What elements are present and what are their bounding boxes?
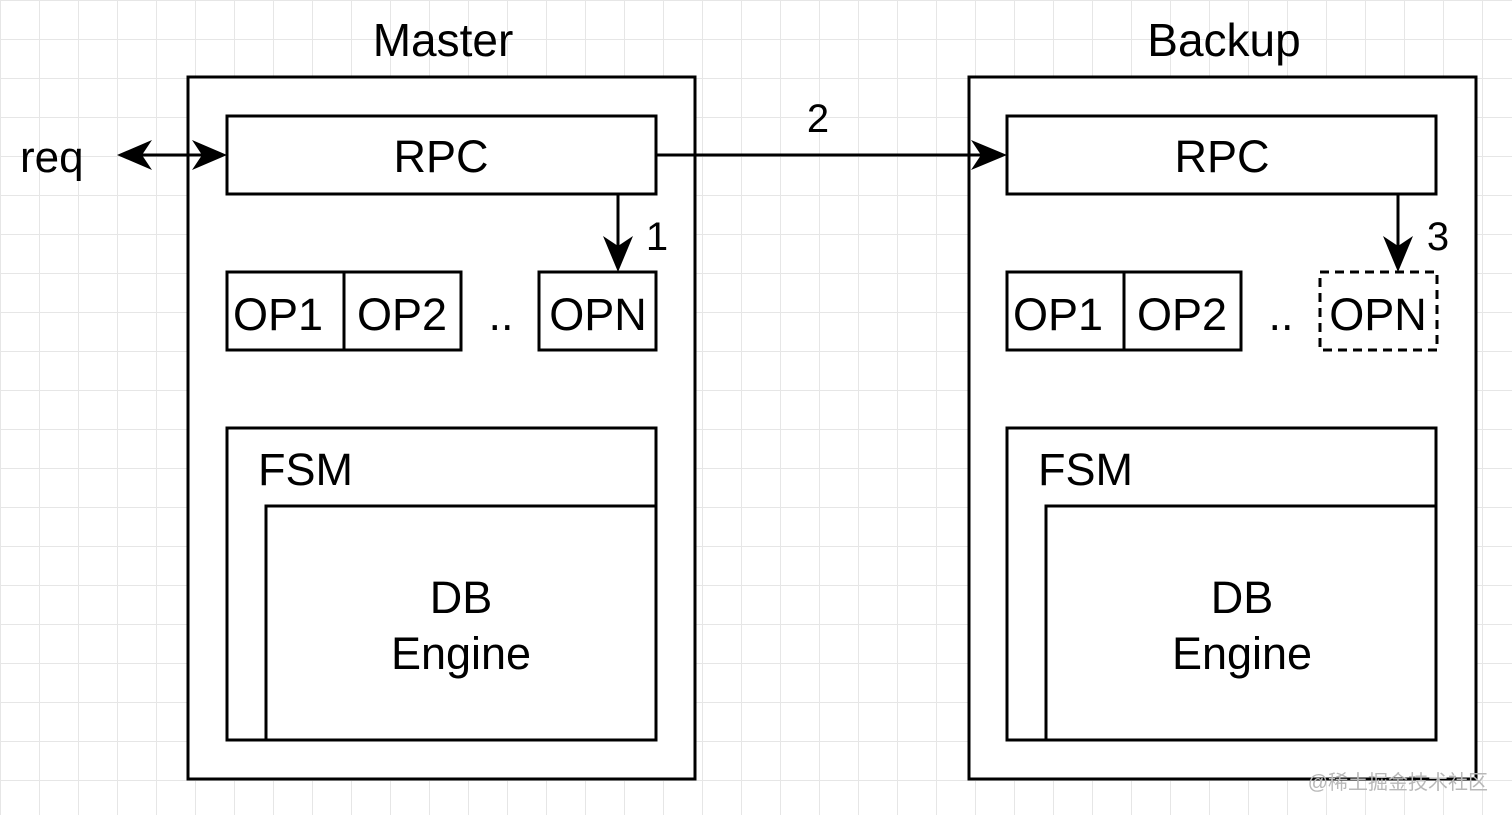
backup-op2-box bbox=[1122, 270, 1243, 352]
backup-op2-label: OP2 bbox=[1137, 289, 1227, 340]
step-2-label: 2 bbox=[807, 97, 829, 141]
step-2-arrow: 2 bbox=[656, 97, 1007, 170]
step-1-label: 1 bbox=[646, 215, 668, 259]
master-ops-ellipsis: .. bbox=[488, 289, 513, 340]
backup-title: Backup bbox=[1147, 14, 1300, 66]
step-2-arrow-head bbox=[971, 140, 1007, 170]
backup-ops-ellipsis: .. bbox=[1268, 289, 1293, 340]
request-arrow: req bbox=[20, 133, 227, 182]
master-opn-box bbox=[537, 270, 658, 352]
backup-opn-pending-box bbox=[1318, 270, 1439, 352]
backup-node: Backup RPC OP1 OP2 .. OPN FSM DB Engine bbox=[967, 14, 1478, 781]
master-db-engine-line2: Engine bbox=[391, 628, 531, 679]
master-op1-box bbox=[225, 270, 346, 352]
backup-db-engine-line1: DB bbox=[1211, 572, 1274, 623]
backup-op1-label: OP1 bbox=[1013, 289, 1103, 340]
request-label: req bbox=[20, 133, 84, 182]
step-1-arrow: 1 bbox=[603, 194, 668, 272]
backup-db-engine-line2: Engine bbox=[1172, 628, 1312, 679]
master-fsm-label: FSM bbox=[258, 444, 353, 495]
master-rpc-box bbox=[225, 114, 658, 196]
master-op2-box bbox=[342, 270, 463, 352]
master-db-engine-box bbox=[264, 504, 658, 742]
step-3-arrow: 3 bbox=[1383, 194, 1449, 272]
master-op2-label: OP2 bbox=[357, 289, 447, 340]
backup-fsm-label: FSM bbox=[1038, 444, 1133, 495]
request-arrow-left-head bbox=[117, 140, 152, 170]
backup-rpc-label: RPC bbox=[1174, 131, 1269, 182]
step-3-arrow-head bbox=[1383, 236, 1413, 272]
step-1-arrow-head bbox=[603, 236, 633, 272]
backup-opn-label: OPN bbox=[1329, 289, 1427, 340]
backup-db-engine-box bbox=[1044, 504, 1438, 742]
master-rpc-label: RPC bbox=[393, 131, 488, 182]
watermark: @稀土掘金技术社区 bbox=[1308, 771, 1488, 794]
master-title: Master bbox=[373, 14, 514, 66]
backup-op1-box bbox=[1005, 270, 1126, 352]
master-node: Master RPC OP1 OP2 .. OPN FSM DB Engine bbox=[186, 14, 697, 781]
master-db-engine-line1: DB bbox=[430, 572, 493, 623]
request-arrow-right-head bbox=[192, 140, 227, 170]
master-op1-label: OP1 bbox=[233, 289, 323, 340]
step-3-label: 3 bbox=[1427, 215, 1449, 259]
master-opn-label: OPN bbox=[549, 289, 647, 340]
